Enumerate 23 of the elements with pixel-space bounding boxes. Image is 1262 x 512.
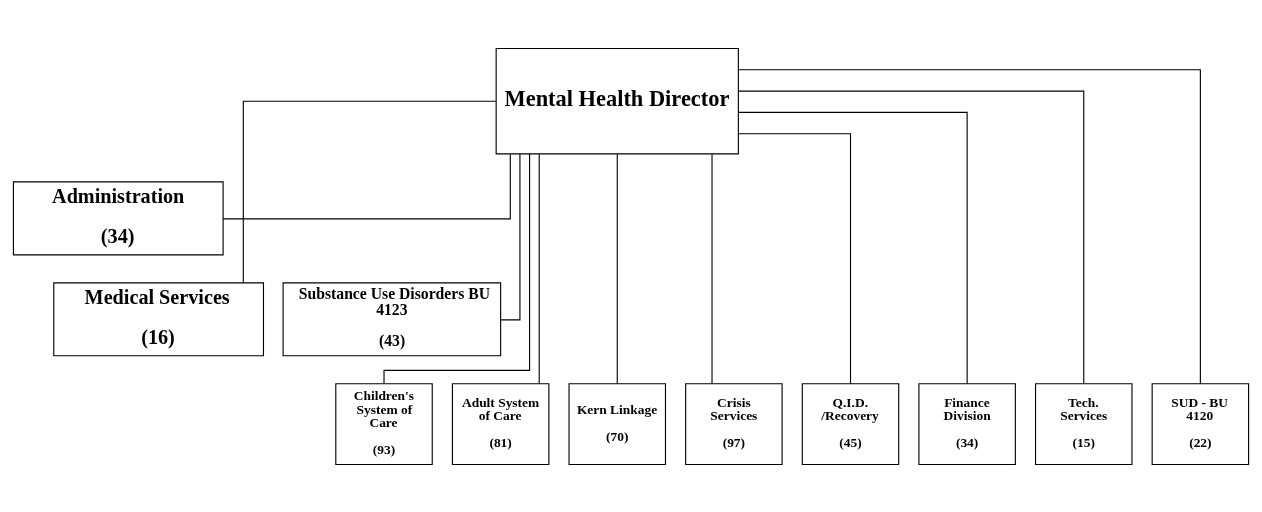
node-box: Tech. Services (15) [1034, 382, 1133, 465]
node-box: Substance Use Disorders BU 4123 (43) [282, 281, 502, 356]
connector [538, 153, 540, 384]
connector [738, 90, 1085, 384]
node-box: Administration (34) [12, 180, 224, 255]
connector [383, 153, 531, 384]
node-box: Medical Services (16) [53, 281, 265, 356]
connector [737, 68, 1201, 384]
node-box: SUD - BU 4120 (22) [1151, 382, 1250, 465]
connector [738, 132, 852, 384]
node-box: Finance Division (34) [918, 382, 1016, 465]
connector [711, 153, 713, 384]
connector [222, 153, 511, 219]
node-box: Mental Health Director [495, 47, 739, 154]
node-box: Crisis Services (97) [685, 382, 783, 465]
connector [616, 153, 618, 384]
node-box: Children's System of Care (93) [335, 382, 433, 465]
connector [738, 111, 968, 384]
node-box: Kern Linkage (70) [568, 382, 667, 465]
node-box: Adult System of Care (81) [451, 382, 550, 465]
node-box: Q.I.D. /Recovery (45) [801, 382, 900, 465]
connector [500, 153, 521, 320]
connector [242, 100, 497, 283]
